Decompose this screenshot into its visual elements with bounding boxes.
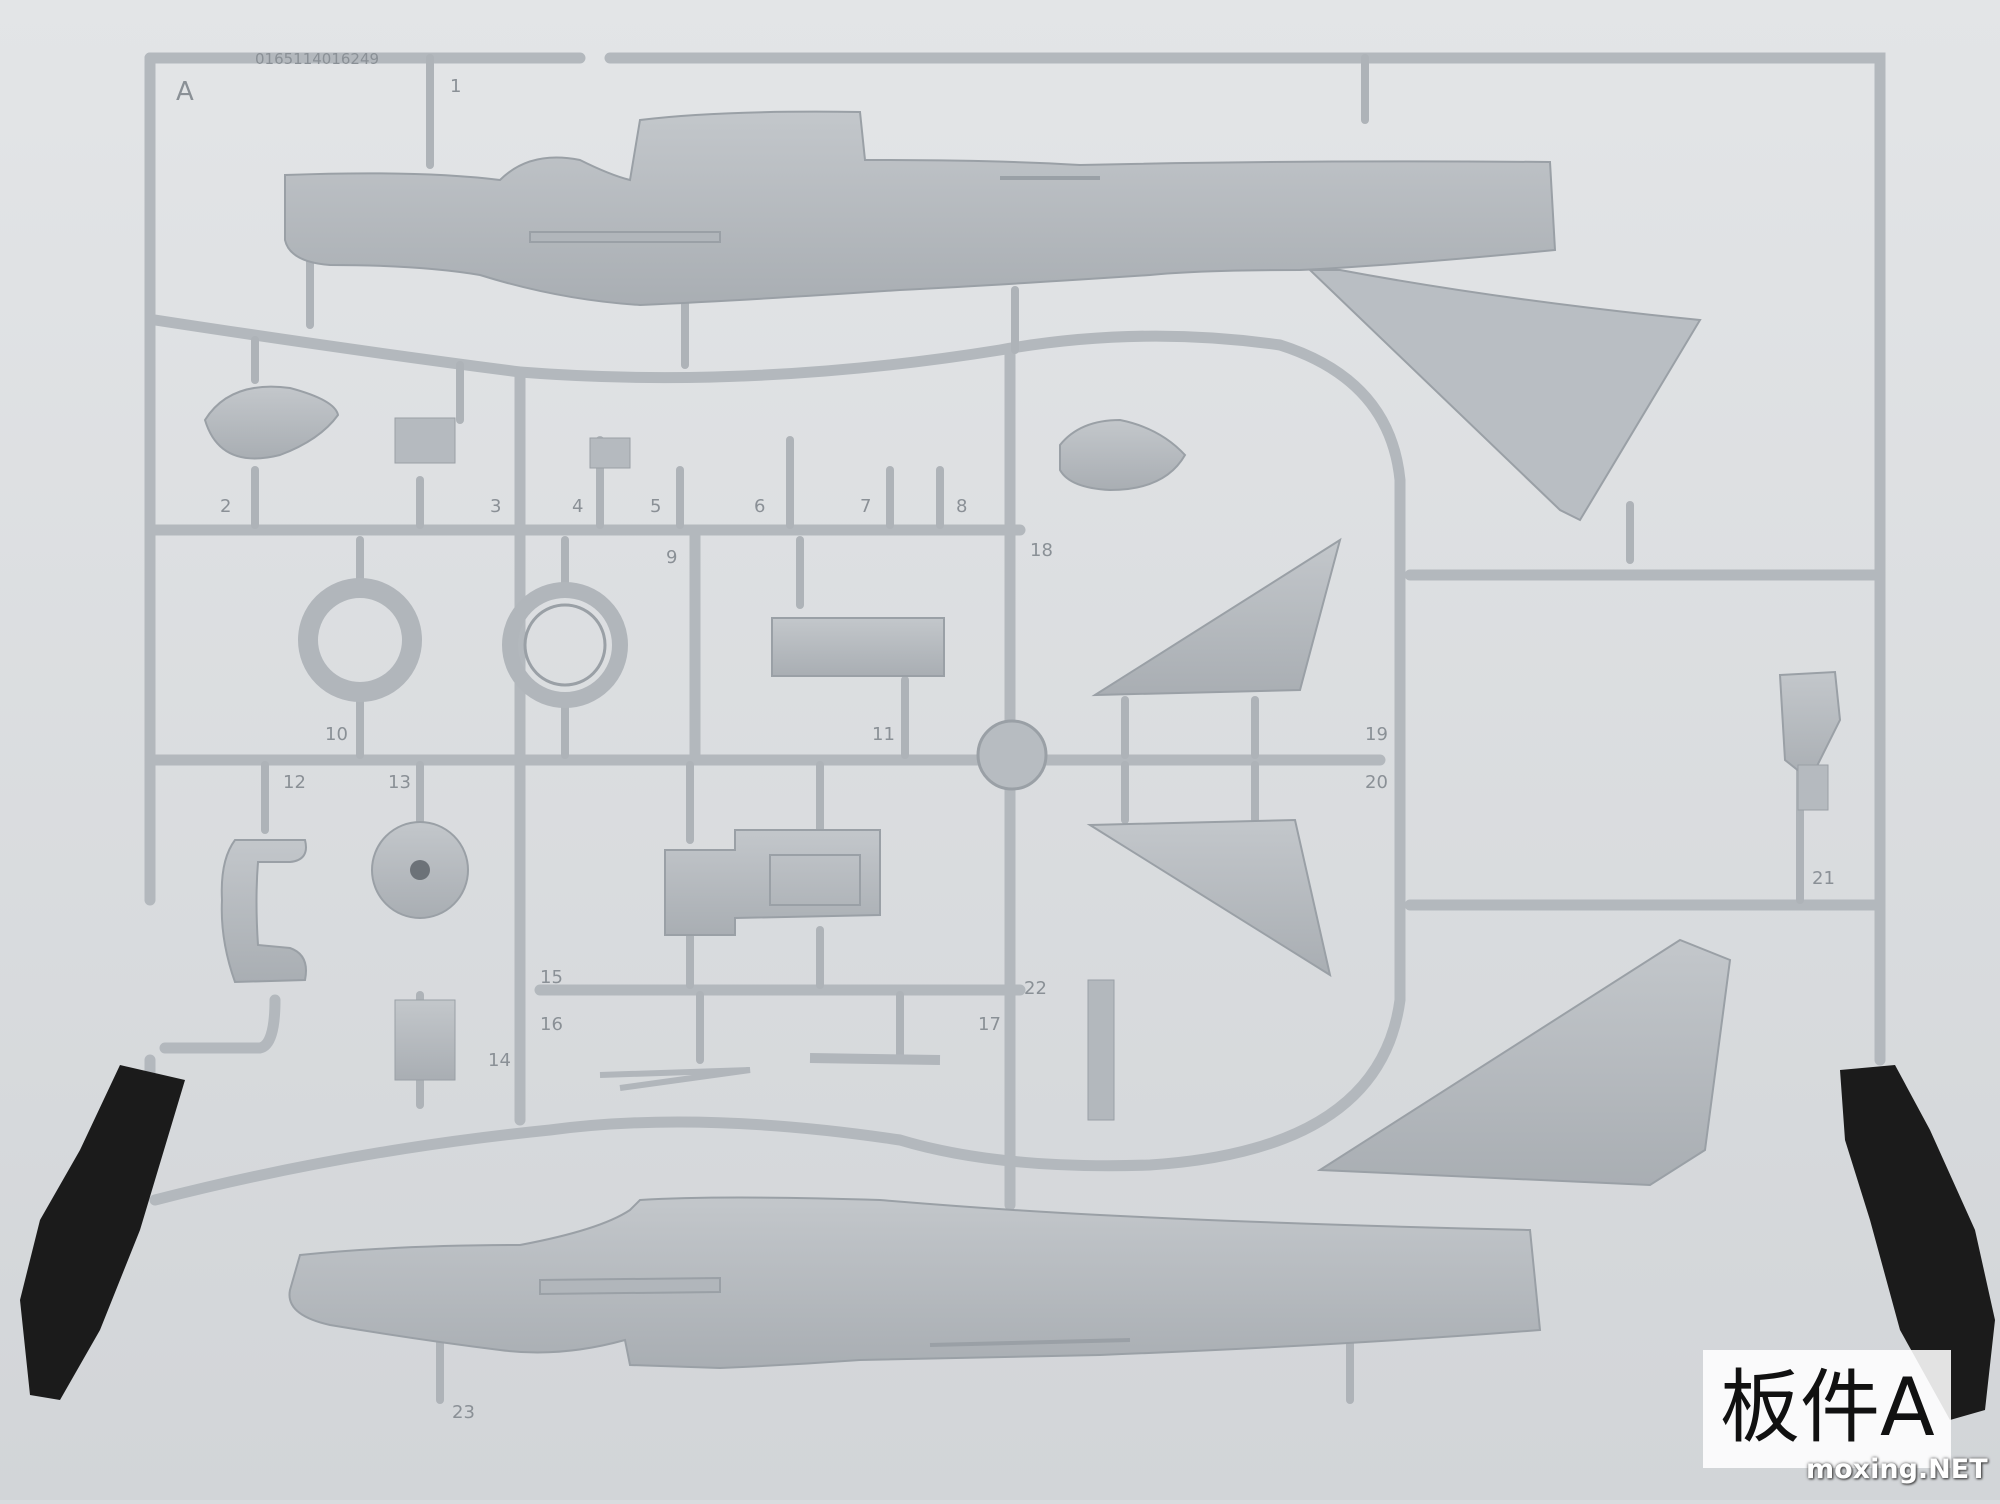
small-part <box>1778 670 1842 782</box>
part-number: 5 <box>650 496 661 517</box>
part-number: 8 <box>956 496 967 517</box>
part-number: 23 <box>452 1402 475 1423</box>
small-part <box>1797 764 1829 811</box>
gate-stubs <box>251 54 1804 1404</box>
small-part <box>394 417 456 464</box>
cockpit-detail <box>769 854 861 906</box>
part-number: 15 <box>540 967 563 988</box>
engine-ring-part <box>502 582 628 708</box>
fin-part <box>1091 537 1342 697</box>
part-number: 1 <box>450 76 461 97</box>
part-number: 3 <box>490 496 501 517</box>
bracket-part <box>220 839 307 984</box>
strut-part <box>1087 979 1115 1121</box>
small-part <box>589 437 631 469</box>
part-number: 9 <box>666 547 677 568</box>
part-number: 20 <box>1365 772 1388 793</box>
part-number: 10 <box>325 724 348 745</box>
watermark: moxing.NET <box>1806 1454 1988 1485</box>
part-number: 18 <box>1030 540 1053 561</box>
fin-part <box>1086 818 1332 978</box>
nose-cone-part <box>203 385 340 460</box>
fuselage-half-lower <box>288 1196 1542 1370</box>
small-part <box>394 999 456 1081</box>
tail-fin-part <box>1316 938 1732 1187</box>
part-number-labels: 1 2 3 4 5 6 7 8 9 10 11 12 13 14 15 16 1… <box>220 76 1835 1423</box>
part-number: 12 <box>283 772 306 793</box>
sprue-letter: A <box>176 77 194 107</box>
part-number: 19 <box>1365 724 1388 745</box>
disc-hole <box>410 860 430 880</box>
rod-part <box>809 1053 941 1065</box>
part-number: 14 <box>488 1050 511 1071</box>
stabilizer-part <box>1307 269 1702 522</box>
fuselage-half-upper <box>284 110 1557 307</box>
engine-ring-part <box>298 578 422 702</box>
small-part <box>1059 418 1187 492</box>
sprue-code: 0165114016249 <box>255 50 379 68</box>
hub-part <box>976 719 1048 791</box>
part-number: 4 <box>572 496 583 517</box>
engine-ring-detail <box>523 603 607 687</box>
caption-label: 板件A <box>1720 1361 1935 1454</box>
part-number: 22 <box>1024 978 1047 999</box>
part-number: 6 <box>754 496 765 517</box>
part-number: 11 <box>872 724 895 745</box>
part-number: 2 <box>220 496 231 517</box>
part-number: 7 <box>860 496 871 517</box>
stand-clamps <box>20 1065 1995 1420</box>
part-number: 13 <box>388 772 411 793</box>
panel-part <box>771 617 945 677</box>
part-number: 16 <box>540 1014 563 1035</box>
part-number: 21 <box>1812 868 1835 889</box>
rod-part <box>599 1067 751 1091</box>
cockpit-tub-part <box>664 829 881 936</box>
caption-box <box>1703 1350 1951 1468</box>
part-number: 17 <box>978 1014 1001 1035</box>
